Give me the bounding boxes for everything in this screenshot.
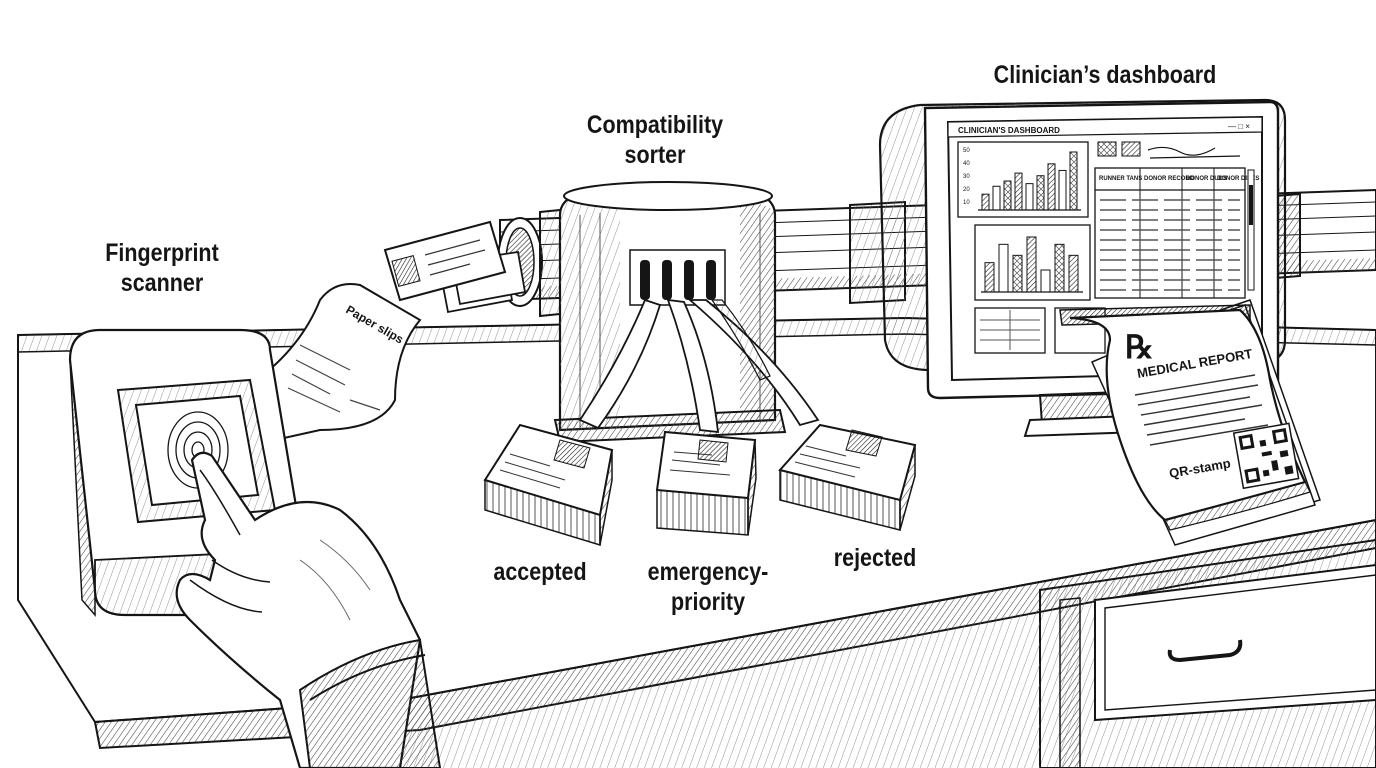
dashboard-bar (1014, 172, 1023, 211)
dashboard-bottom-bar-chart (981, 236, 1083, 293)
accepted-card-stack (483, 423, 614, 547)
accepted-label: accepted (493, 558, 587, 586)
emergency-priority-label: emergency- priority (647, 558, 769, 616)
svg-text:50: 50 (963, 148, 970, 154)
clinicians-dashboard-label: Clinician’s dashboard (993, 61, 1217, 89)
table-header-2: DONOR RECORD (1144, 176, 1195, 182)
emergency-priority-card-stack (655, 430, 757, 536)
window-controls-icon: — □ × (1228, 122, 1250, 131)
dashboard-bar (1036, 175, 1045, 211)
medical-report-printout: ℞ MEDICAL REPORT QR-stamp (1059, 299, 1321, 546)
dashboard-bar (998, 243, 1009, 293)
dashboard-bar (1069, 151, 1078, 211)
dashboard-top-bar-chart (978, 151, 1081, 211)
table-scrollbar (1247, 169, 1255, 291)
dashboard-bar (984, 262, 995, 293)
fingerprint-scanner-label: Fingerprint scanner (105, 239, 219, 297)
table-header-1: RUNNER TANS (1099, 176, 1142, 182)
dashboard-window-title: CLINICIAN'S DASHBOARD (958, 126, 1060, 135)
table-header-4: DONOR DIDES (1217, 176, 1259, 182)
svg-text:10: 10 (963, 200, 970, 206)
svg-text:20: 20 (963, 187, 970, 193)
dashboard-bar (1003, 180, 1012, 211)
rx-icon: ℞ (1125, 329, 1154, 365)
compatibility-sorter-label: Compatibility sorter (586, 111, 724, 169)
dashboard-axis-ticks: 50 40 30 20 10 (963, 148, 970, 206)
dashboard-bar (1025, 183, 1034, 211)
dashboard-bar (1054, 243, 1065, 293)
table-header-3: DONOR DUDS (1186, 176, 1227, 182)
dashboard-bar (1012, 254, 1023, 293)
dashboard-bar (1026, 236, 1037, 293)
qr-code-icon (1232, 422, 1300, 490)
svg-text:40: 40 (963, 161, 970, 167)
paper-slip: Paper slips (248, 283, 422, 442)
dashboard-bar (1047, 163, 1056, 211)
rejected-label: rejected (833, 544, 917, 572)
svg-text:30: 30 (963, 174, 970, 180)
dashboard-bar (1040, 269, 1051, 293)
rejected-card-stack (778, 423, 917, 531)
id-cards-entering-sorter (383, 220, 527, 314)
hand-pressing-scanner (175, 451, 442, 768)
dashboard-table: RUNNER TANS DONOR RECORD DONOR DUDS DONO… (1094, 167, 1259, 299)
dashboard-bar (992, 185, 1001, 211)
desk-drawer (1094, 563, 1376, 722)
dashboard-bar (981, 193, 990, 211)
sorter-chutes (578, 298, 820, 434)
compatibility-sorter-machine (553, 181, 787, 444)
sorter-slots (629, 249, 726, 306)
dashboard-bar (1068, 254, 1079, 293)
dashboard-bar (1058, 169, 1067, 211)
